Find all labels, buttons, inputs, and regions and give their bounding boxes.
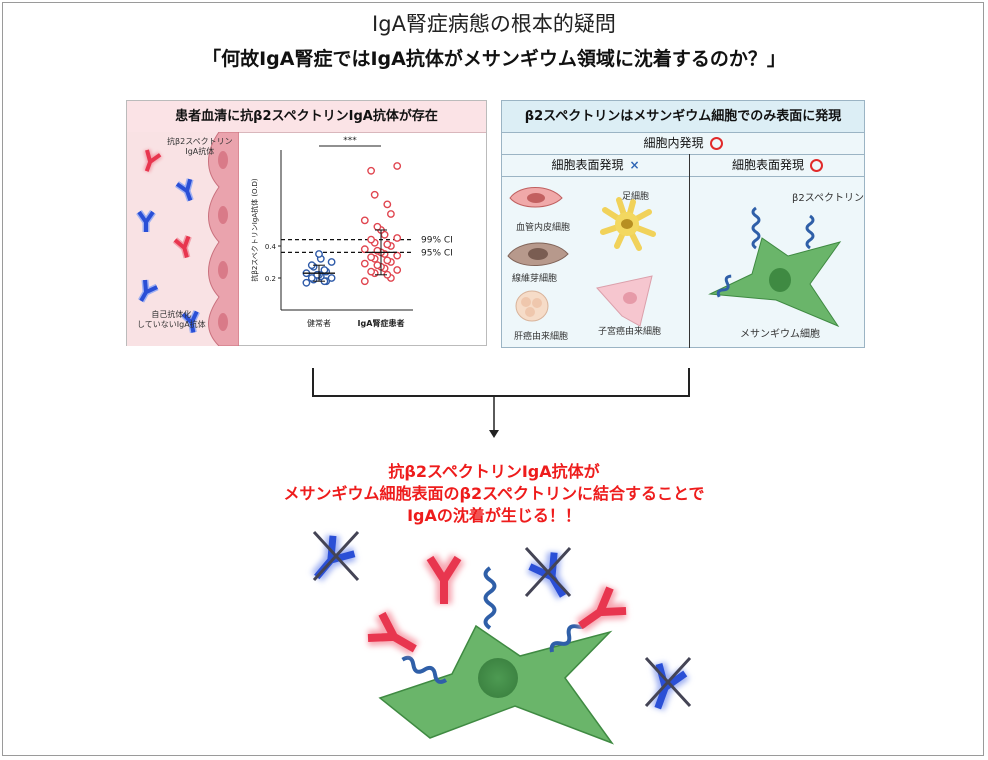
endothelial-nucleus xyxy=(218,313,228,331)
blue-antibody-crossed-icon xyxy=(524,546,572,600)
data-point xyxy=(367,253,376,262)
label-hepatoma: 肝癌由来細胞 xyxy=(514,332,569,342)
data-point xyxy=(360,259,369,268)
spectrin-spring-icon xyxy=(805,214,815,250)
slide-title: IgA腎症病態の根本的疑問 xyxy=(372,12,616,36)
spectrin-spring-icon xyxy=(716,274,732,298)
label-endothelial: 血管内皮細胞 xyxy=(516,223,571,233)
mesangial-nucleus xyxy=(769,268,791,292)
data-point xyxy=(367,235,376,244)
left-panel-header: 患者血清に抗β2スペクトリンIgA抗体が存在 xyxy=(127,101,486,133)
red-antibody-icon xyxy=(575,584,627,633)
conclusion-line1: 抗β2スペクトリンIgA抗体が xyxy=(388,462,600,481)
data-point xyxy=(360,245,369,254)
data-point xyxy=(393,162,402,170)
podocyte-cell-icon xyxy=(600,197,656,251)
y-tick-label: 0.2 xyxy=(265,275,276,283)
data-point xyxy=(360,216,369,225)
non-mesangial-cells xyxy=(507,187,656,327)
data-point xyxy=(327,274,336,282)
spectrin-spring-icon xyxy=(401,655,448,684)
label-non-auto-iga: 自己抗体化 していないIgA抗体 xyxy=(137,310,206,329)
blue-antibody-icon xyxy=(136,209,156,232)
right-panel-header: β2スペクトリンはメサンギウム細胞でのみ表面に発現 xyxy=(502,101,864,133)
vessel-wall xyxy=(208,132,239,346)
hepatoma-cell-icon xyxy=(515,290,549,322)
data-point xyxy=(327,258,336,266)
conclusion-line2: メサンギウム細胞表面のβ2スペクトリンに結合することで xyxy=(283,484,705,503)
spectrin-spring-icon xyxy=(483,566,497,630)
blue-antibody-crossed-icon xyxy=(311,530,360,582)
endothelial-nucleus xyxy=(218,151,228,169)
blue-antibody-icon xyxy=(174,178,194,202)
intracellular-label: 細胞内発現 xyxy=(643,136,704,150)
bracket-connector xyxy=(312,368,690,438)
blood-vessel-area: 抗β2スペクトリン IgA抗体 自己抗体化 していないIgA抗体 xyxy=(127,132,239,346)
binding-illustration xyxy=(311,530,692,745)
label-cervical-cancer: 子宮癌由来細胞 xyxy=(598,327,662,337)
data-point xyxy=(373,261,382,270)
data-point xyxy=(373,222,382,231)
slide-subtitle: 「何故IgA腎症ではIgA抗体がメサンギウム領域に沈着するのか？」 xyxy=(202,48,786,70)
red-antibody-icon xyxy=(367,610,419,656)
x-category-label: 健常者 xyxy=(307,318,331,328)
intracellular-row: 細胞内発現 xyxy=(502,132,864,155)
data-point xyxy=(370,190,379,199)
label-beta2-spectrin: β2スペクトリン xyxy=(792,193,865,204)
label-mesangial-cell: メサンギウム細胞 xyxy=(740,329,820,340)
endothelial-nucleus xyxy=(218,261,228,279)
conclusion-line3: IgAの沈着が生じる！！ xyxy=(407,506,581,525)
significance-label: *** xyxy=(343,136,357,146)
red-antibody-icon xyxy=(143,149,163,173)
fibroblast-cell-icon xyxy=(507,242,569,267)
blue-antibody-crossed-icon xyxy=(644,656,692,711)
cervical-cancer-cell-icon xyxy=(596,275,653,327)
y-axis-label: 抗β2スペクトリンIgA抗体 (O.D) xyxy=(250,178,259,282)
data-point xyxy=(360,277,369,286)
mesangial-cell-panel xyxy=(708,206,842,328)
x-category-label: IgA腎症患者 xyxy=(358,318,405,328)
data-point xyxy=(302,278,311,287)
data-point xyxy=(320,266,329,274)
label-podocyte: 足細胞 xyxy=(622,192,650,202)
data-point xyxy=(393,234,402,242)
data-point xyxy=(386,210,395,218)
data-point xyxy=(383,240,392,249)
blue-antibody-icon xyxy=(138,279,159,303)
data-point xyxy=(315,250,323,258)
circle-mark-icon xyxy=(810,159,823,172)
red-antibody-icon xyxy=(172,235,192,259)
data-point xyxy=(383,200,392,209)
arrow-down-icon xyxy=(489,430,499,438)
col-left-header: 細胞表面発現× xyxy=(502,154,689,177)
reference-line-label: 95% CI xyxy=(421,248,453,258)
spectrin-spring-icon xyxy=(751,206,761,250)
endothelial-cell-icon xyxy=(509,187,563,208)
column-divider xyxy=(689,154,690,348)
red-antibody-icon xyxy=(423,553,465,604)
data-point xyxy=(383,256,392,265)
data-point xyxy=(393,266,402,274)
data-point xyxy=(367,166,376,175)
left-panel: 患者血清に抗β2スペクトリンIgA抗体が存在 xyxy=(126,100,487,346)
large-mesangial-nucleus xyxy=(478,658,518,698)
data-point xyxy=(393,251,402,260)
data-point xyxy=(367,267,376,276)
blue-antibody-icon xyxy=(180,310,200,334)
right-panel: β2スペクトリンはメサンギウム細胞でのみ表面に発現 細胞内発現 細胞表面発現× … xyxy=(501,100,865,348)
label-anti-spectrin-iga: 抗β2スペクトリン IgA抗体 xyxy=(167,137,233,156)
circle-mark-icon xyxy=(709,137,723,150)
cross-mark-icon: × xyxy=(629,158,640,172)
col-right-header: 細胞表面発現 xyxy=(690,154,865,177)
scatter-chart: 0.2 0.4 抗β2スペクトリンIgA抗体 (O.D) 99% CI 95% CI **… xyxy=(250,136,453,328)
label-fibroblast: 線維芽細胞 xyxy=(512,274,558,284)
reference-line-label: 99% CI xyxy=(421,236,453,246)
endothelial-nucleus xyxy=(218,206,228,224)
vessel-illustration xyxy=(136,132,239,346)
y-tick-label: 0.4 xyxy=(265,243,277,251)
